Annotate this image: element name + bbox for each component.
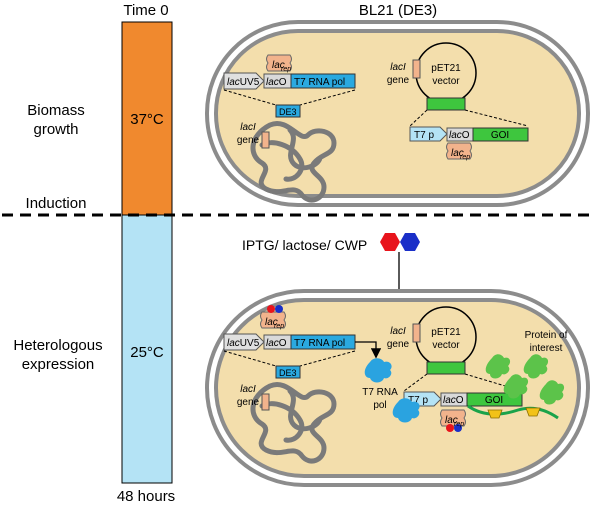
inducer-blue-hexagon — [400, 233, 420, 251]
lacrep-rep: rep — [281, 66, 291, 73]
protein-label-1: Protein of — [525, 330, 568, 341]
t7pol-protein — [364, 358, 392, 383]
t7p-label: T7 p — [414, 130, 434, 141]
plasmid-laci: lacI — [390, 62, 406, 73]
ribosome-1 — [487, 409, 503, 419]
plasmid-laco-lac: lac — [449, 130, 462, 141]
phase2-bar — [121, 214, 173, 484]
b-chromosome — [250, 381, 337, 464]
b-plasmid-lacrep-rep: rep — [454, 421, 464, 428]
heterologous-label-1: Heterologous — [13, 337, 102, 354]
laci-marker — [261, 131, 270, 149]
b-plasmid-name: pET21 — [431, 327, 461, 338]
b-plasmid-laco-lac: lac — [443, 395, 456, 406]
b-t7pol-gene: T7 RNA pol — [294, 338, 345, 349]
plasmid-expression-row: T7 p lacO GOI lac rep — [409, 126, 529, 161]
b-laco-o: O — [279, 338, 287, 349]
cell-bottom: lac rep lacUV5 lacO T7 RNA pol DE3 lacI … — [205, 289, 590, 487]
inducer-red-hexagon — [380, 233, 400, 251]
b-laci-gene-label: gene — [237, 397, 260, 408]
lacuv5-lac: lac — [227, 77, 240, 88]
svg-text:lacUV5: lacUV5 — [227, 77, 260, 88]
b-plasmid-laci-gene: gene — [387, 339, 410, 350]
protein-label-2: interest — [530, 343, 563, 354]
svg-text:lacO: lacO — [266, 338, 287, 349]
time-start-label: Time 0 — [123, 2, 168, 19]
lacrep-bound-rep: rep — [274, 323, 284, 330]
operon-row-bottom: lacUV5 lacO T7 RNA pol — [223, 333, 382, 367]
protein-4 — [539, 380, 565, 405]
laci-gene-label: gene — [237, 135, 260, 146]
lacuv5-uv5: UV5 — [240, 77, 260, 88]
plasmid-name: pET21 — [431, 63, 461, 74]
strain-title: BL21 (DE3) — [359, 2, 437, 19]
lacrep-bound: lac rep — [260, 305, 286, 330]
inducer-text: IPTG/ lactose/ CWP — [242, 237, 367, 253]
protein-2 — [523, 354, 549, 379]
b-plasmid-laco-o: O — [456, 395, 464, 406]
goi-label: GOI — [491, 130, 509, 141]
b-t7p-label: T7 p — [408, 395, 428, 406]
laco-lac: lac — [266, 77, 279, 88]
t7pol-gene: T7 RNA pol — [294, 77, 345, 88]
svg-text:lacO: lacO — [443, 395, 464, 406]
svg-text:lacO: lacO — [266, 77, 287, 88]
b-goi-label: GOI — [485, 395, 503, 406]
induction-label: Induction — [26, 195, 87, 212]
b-plasmid-lacrep-lac: lac — [445, 415, 458, 426]
b-laci-marker — [261, 393, 270, 411]
svg-text:lacUV5: lacUV5 — [227, 338, 260, 349]
biomass-label-2: growth — [33, 121, 78, 138]
laco-o: O — [279, 77, 287, 88]
t7pol-protein-label-2: pol — [373, 400, 386, 411]
plasmid-top: pET21 vector lacI gene — [387, 42, 529, 127]
chromosome — [250, 120, 337, 203]
ribosome-2 — [525, 407, 541, 417]
plasmid-bottom: pET21 vector lacI gene — [387, 306, 523, 392]
b-plasmid-laci: lacI — [390, 326, 406, 337]
mrna-chain — [467, 404, 559, 420]
heterologous-label-2: expression — [22, 356, 95, 373]
plasmid-lacrep-rep: rep — [460, 154, 470, 161]
plasmid-laco-o: O — [462, 130, 470, 141]
operon-row: lacUV5 lacO T7 RNA pol — [223, 72, 356, 106]
phase1-temp: 37°C — [130, 111, 164, 128]
b-lacuv5-lac: lac — [227, 338, 240, 349]
time-end-label: 48 hours — [117, 488, 175, 505]
b-lacuv5-uv5: UV5 — [240, 338, 260, 349]
t7pol-protein-label-1: T7 RNA — [362, 387, 398, 398]
plasmid-vector: vector — [432, 76, 460, 87]
lacrep-bound-lac: lac — [265, 317, 278, 328]
protein-3 — [503, 374, 529, 399]
b-laci-label: lacI — [240, 384, 256, 395]
svg-text:lacO: lacO — [449, 130, 470, 141]
b-de3-label: DE3 — [279, 368, 297, 378]
phase2-temp: 25°C — [130, 344, 164, 361]
b-plasmid-vector: vector — [432, 340, 460, 351]
lacrep-lac: lac — [272, 60, 285, 71]
laci-label: lacI — [240, 122, 256, 133]
biomass-label-1: Biomass — [27, 102, 85, 119]
b-plasmid-expression-row: T7 p lacO GOI lac rep — [392, 391, 523, 432]
b-laco-lac: lac — [266, 338, 279, 349]
protein-1 — [485, 354, 511, 379]
cell-top: lac rep lacUV5 lacO T7 RNA pol DE3 lacI … — [205, 20, 590, 207]
plasmid-laci-gene: gene — [387, 75, 410, 86]
plasmid-lacrep-lac: lac — [451, 148, 464, 159]
de3-label: DE3 — [279, 107, 297, 117]
phase1-bar — [121, 21, 173, 216]
lacrep-repressor: lac rep — [266, 54, 292, 73]
